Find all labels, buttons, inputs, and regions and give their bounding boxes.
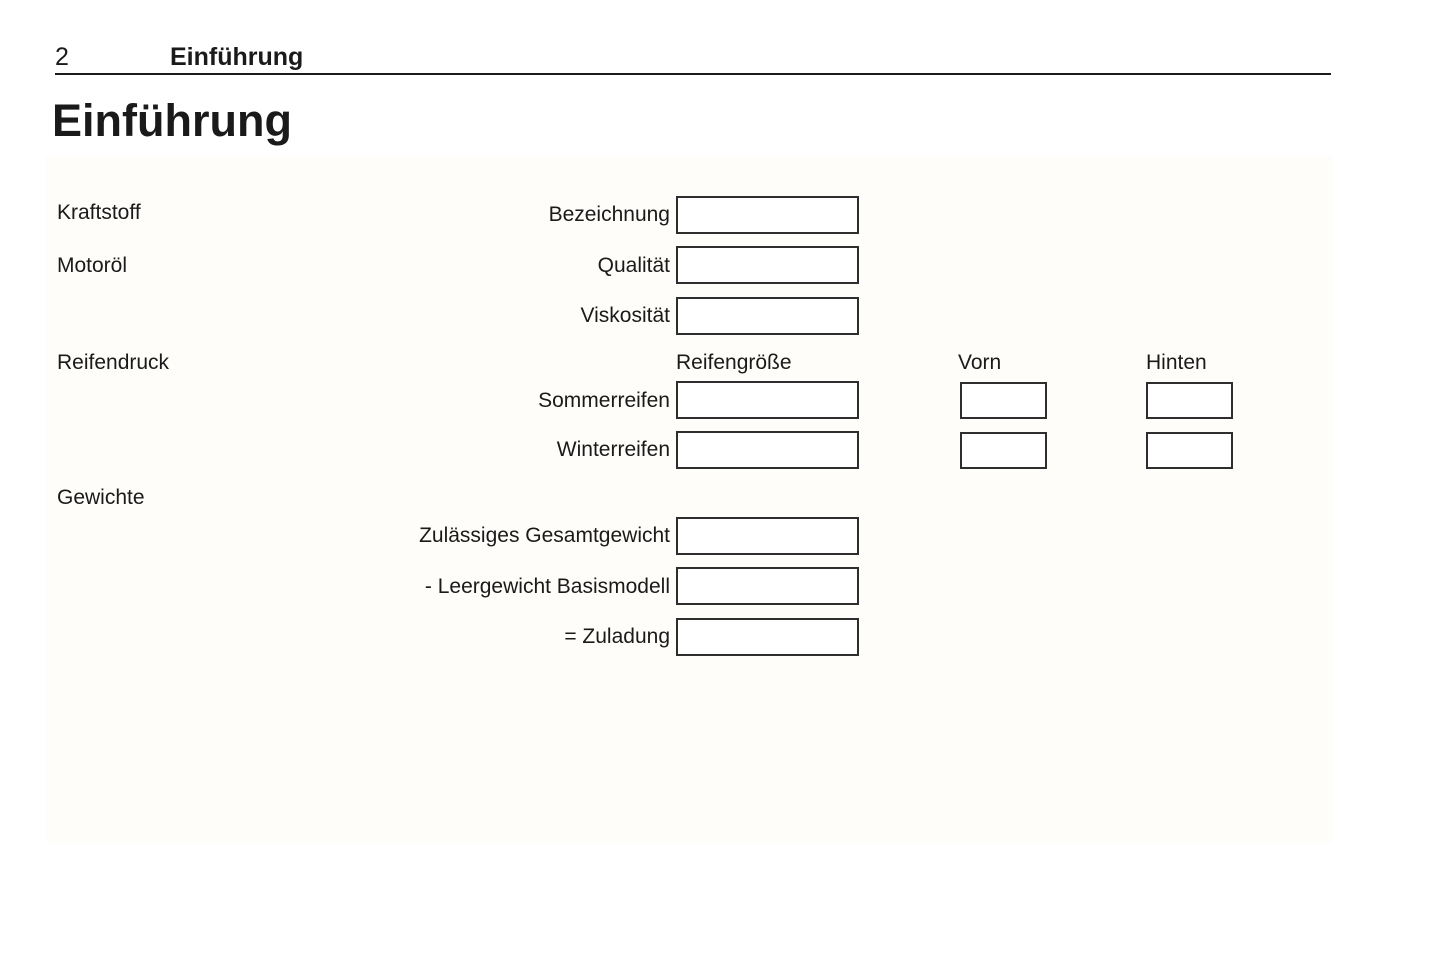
winterreifen-hinten-field[interactable]: [1146, 432, 1233, 469]
column-header-hinten: Hinten: [1146, 351, 1207, 374]
page-title: Einführung: [52, 95, 292, 146]
leergewicht-field[interactable]: [676, 567, 859, 605]
field-label-viskositaet: Viskosität: [580, 304, 671, 327]
field-label-gesamtgewicht: Zulässiges Gesamtgewicht: [419, 524, 670, 547]
header-rule: [55, 73, 1331, 75]
zuladung-field[interactable]: [676, 618, 859, 656]
section-label-motoroel: Motoröl: [57, 254, 128, 277]
field-label-winterreifen: Winterreifen: [556, 438, 670, 461]
section-label-reifendruck: Reifendruck: [57, 351, 170, 374]
bezeichnung-field[interactable]: [676, 196, 859, 234]
section-label-kraftstoff: Kraftstoff: [57, 201, 141, 224]
sommerreifen-vorn-field[interactable]: [960, 382, 1047, 419]
qualitaet-field[interactable]: [676, 246, 859, 284]
field-label-leergewicht: - Leergewicht Basismodell: [424, 575, 670, 598]
running-header: Einführung: [170, 43, 304, 71]
column-header-reifengroesse: Reifengröße: [676, 351, 792, 374]
winterreifen-groesse-field[interactable]: [676, 431, 859, 469]
field-label-zuladung: = Zuladung: [564, 625, 670, 648]
field-label-qualitaet: Qualität: [597, 254, 670, 277]
page-number: 2: [55, 43, 69, 71]
winterreifen-vorn-field[interactable]: [960, 432, 1047, 469]
field-label-bezeichnung: Bezeichnung: [548, 203, 670, 226]
gesamtgewicht-field[interactable]: [676, 517, 859, 555]
sommerreifen-hinten-field[interactable]: [1146, 382, 1233, 419]
sommerreifen-groesse-field[interactable]: [676, 381, 859, 419]
section-label-gewichte: Gewichte: [57, 486, 145, 509]
viskositaet-field[interactable]: [676, 297, 859, 335]
field-label-sommerreifen: Sommerreifen: [538, 389, 670, 412]
column-header-vorn: Vorn: [958, 351, 1002, 374]
